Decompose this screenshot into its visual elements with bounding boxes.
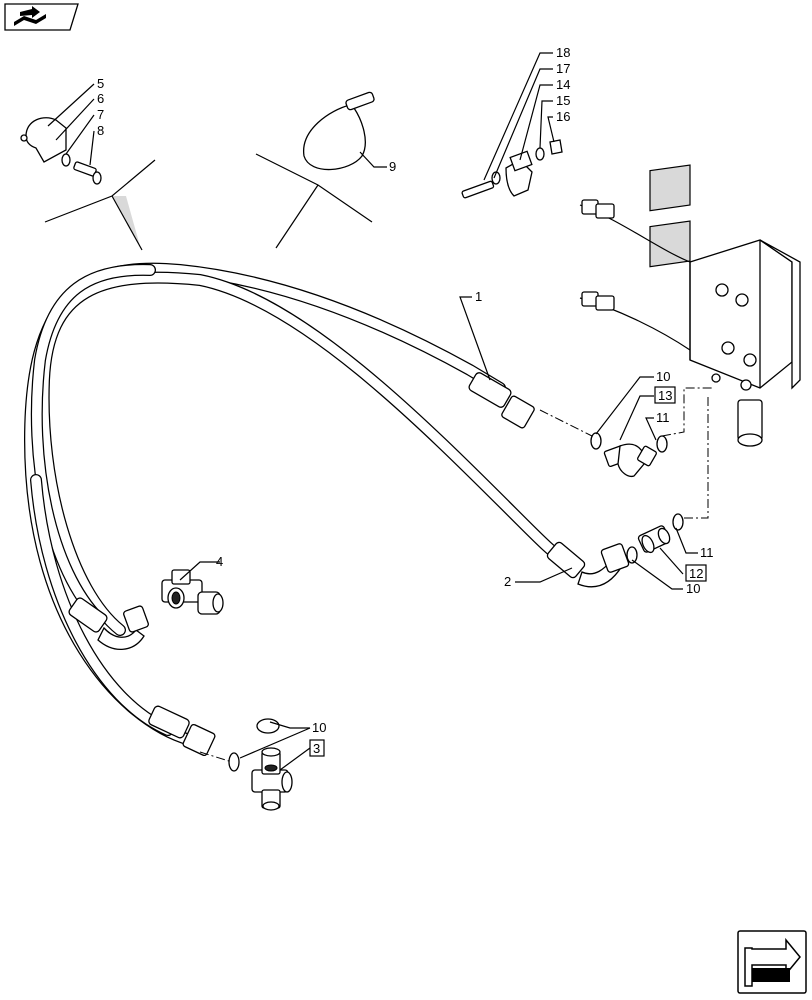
next-page-arrow-icon bbox=[744, 937, 801, 987]
hose-end-fitting-4 bbox=[148, 705, 216, 757]
callout-6: 6 bbox=[97, 91, 104, 106]
tee-fitting-3 bbox=[251, 747, 293, 811]
alignment-lines bbox=[199, 387, 712, 763]
callout-18: 18 bbox=[556, 45, 570, 60]
clamp-assembly-5-8 bbox=[20, 117, 102, 185]
view-arrow-left bbox=[44, 159, 156, 251]
callout-11-lower: 11 bbox=[700, 545, 714, 560]
callout-14: 14 bbox=[556, 77, 570, 92]
callout-10-lower: 10 bbox=[686, 581, 700, 596]
valve-block bbox=[579, 164, 801, 447]
callout-labels: 5 6 7 8 9 18 17 14 15 16 1 10 13 11 2 11… bbox=[97, 45, 714, 757]
callout-13-box bbox=[654, 386, 676, 404]
callout-8: 8 bbox=[97, 123, 104, 138]
bracket-assembly-14-18 bbox=[461, 139, 563, 199]
tee-fitting-4 bbox=[161, 569, 224, 615]
callout-13: 13 bbox=[658, 388, 672, 403]
hose-end-fitting-3 bbox=[68, 597, 149, 650]
callout-7: 7 bbox=[97, 107, 104, 122]
callout-12: 12 bbox=[689, 566, 703, 581]
callout-15: 15 bbox=[556, 93, 570, 108]
callout-4: 4 bbox=[216, 554, 223, 569]
cable-tie-9 bbox=[303, 91, 375, 171]
view-arrow-center bbox=[255, 153, 373, 249]
callout-10-upper: 10 bbox=[656, 369, 670, 384]
o-rings bbox=[228, 432, 684, 772]
leader-lines bbox=[47, 52, 698, 771]
callout-11-upper: 11 bbox=[656, 410, 670, 425]
hose-end-fitting-2 bbox=[546, 541, 630, 588]
callout-5: 5 bbox=[97, 76, 104, 91]
callout-10-bottom: 10 bbox=[312, 720, 326, 735]
top-nav-button[interactable] bbox=[4, 3, 79, 31]
callout-9: 9 bbox=[389, 159, 396, 174]
hose-assemblies bbox=[24, 262, 576, 746]
callout-3-box bbox=[309, 739, 325, 757]
callout-12-box bbox=[685, 564, 707, 582]
callout-16: 16 bbox=[556, 109, 570, 124]
elbow-adapter-13 bbox=[603, 443, 657, 478]
book-open-arrow-icon bbox=[14, 6, 46, 26]
callout-17: 17 bbox=[556, 61, 570, 76]
callout-1: 1 bbox=[475, 289, 482, 304]
callout-2: 2 bbox=[504, 574, 511, 589]
hose-end-fitting-1 bbox=[468, 372, 535, 429]
bottom-nav-button[interactable] bbox=[737, 930, 807, 994]
straight-adapter-12 bbox=[637, 525, 671, 554]
callout-3: 3 bbox=[313, 741, 320, 756]
